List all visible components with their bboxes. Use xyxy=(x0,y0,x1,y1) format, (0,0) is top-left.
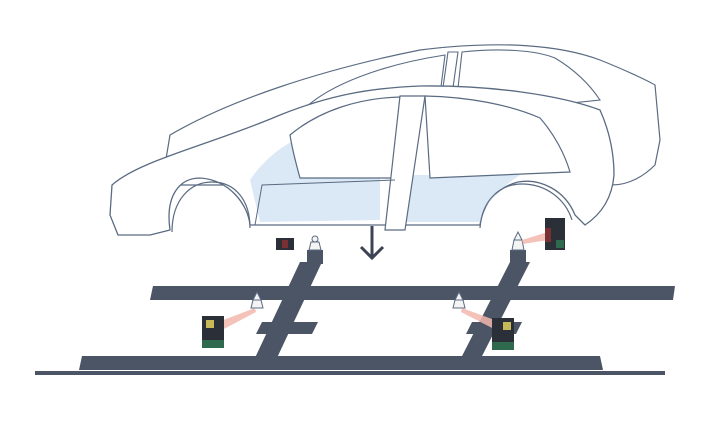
rear-wheel-arch xyxy=(479,183,573,229)
fixture-right-leg xyxy=(460,262,530,360)
fixture-frame xyxy=(79,250,675,370)
laser-beam-right xyxy=(461,308,500,330)
laser-beam-left xyxy=(218,308,256,330)
locating-pin-icon xyxy=(511,230,525,251)
laser-beam-top-right xyxy=(522,232,548,244)
front-wheel-arch xyxy=(171,181,251,233)
fixture-lower-rail xyxy=(79,356,603,370)
fixture-left-support xyxy=(307,250,323,264)
laser-sensor-icon xyxy=(276,238,294,250)
car-b-pillar xyxy=(384,95,426,231)
laser-sensor-icon xyxy=(545,218,565,250)
locating-pin-icon xyxy=(250,290,264,309)
locating-pin-icon xyxy=(452,290,466,309)
car-body-lowered xyxy=(109,85,615,236)
fixture-left-leg xyxy=(254,262,322,360)
laser-sensor-icon xyxy=(202,316,224,348)
laser-beams xyxy=(218,232,548,330)
car-door-line xyxy=(254,179,396,226)
locating-pins xyxy=(250,230,525,309)
arrow-down-icon xyxy=(359,226,385,261)
laser-sensor-icon xyxy=(492,318,514,350)
car-interior-tint-rear xyxy=(395,175,520,222)
car-rear-window xyxy=(424,95,571,179)
fixture-right-support xyxy=(510,250,526,264)
locating-pin-icon xyxy=(308,235,322,251)
fixture-upper-rail xyxy=(150,286,675,300)
laser-sensors xyxy=(202,218,565,350)
fixture-left-cross xyxy=(256,322,318,334)
floor-line xyxy=(35,371,665,375)
